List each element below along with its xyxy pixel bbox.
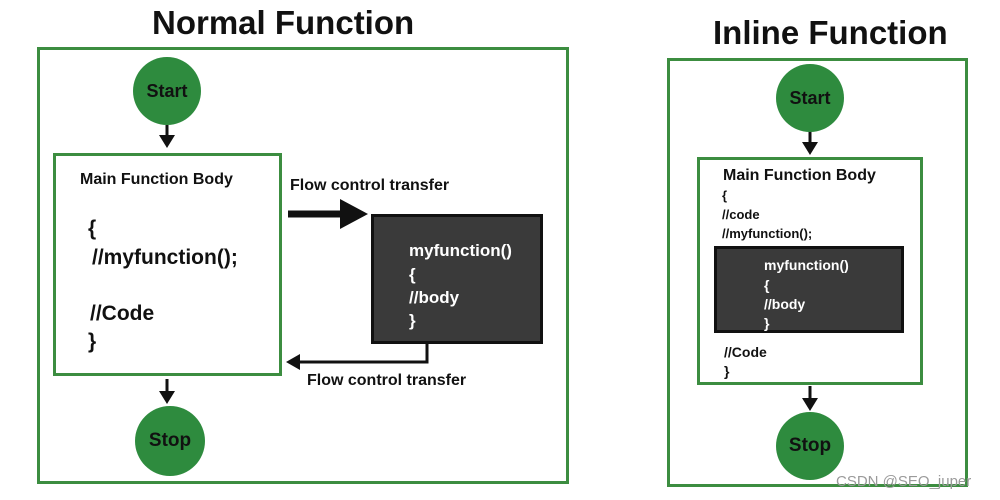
inline-start-label: Start: [789, 87, 831, 108]
inline-stop-label: Stop: [788, 435, 832, 456]
inline-pre-line-code: //code: [722, 207, 760, 222]
inline-func-line-body: //body: [764, 296, 806, 312]
normal-stop-node: Stop: [135, 406, 205, 476]
inline-function-title: Inline Function: [713, 14, 948, 51]
arrow-inline-main-to-stop-head: [802, 398, 818, 411]
inline-function-frame: [667, 58, 968, 487]
inline-func-line-sig: myfunction(): [764, 257, 849, 273]
normal-main-line-call: //myfunction();: [92, 246, 238, 269]
normal-stop-label: Stop: [148, 430, 192, 451]
watermark: CSDN @SEO_juper: [836, 473, 972, 490]
normal-main-body-box: Main Function Body { //myfunction(); //C…: [53, 153, 282, 376]
arrow-inline-start-to-main-head: [802, 142, 818, 155]
inline-main-body-title: Main Function Body: [723, 167, 876, 184]
normal-start-node: Start: [133, 57, 201, 125]
normal-start-label: Start: [146, 80, 188, 101]
inline-pre-line-call: //myfunction();: [722, 226, 813, 241]
inline-pre-line-open: {: [722, 188, 728, 203]
normal-main-line-code: //Code: [90, 302, 155, 325]
normal-func-line-sig: myfunction(): [409, 241, 512, 260]
inline-post-line-close: }: [724, 363, 730, 379]
normal-func-line-close: }: [409, 311, 416, 330]
normal-main-line-open-brace: {: [88, 217, 97, 240]
inline-myfunction-box: myfunction() { //body }: [714, 246, 904, 333]
inline-post-line-code: //Code: [724, 344, 767, 360]
arrow-flow-return: [297, 343, 429, 364]
normal-function-title: Normal Function: [152, 4, 415, 41]
normal-myfunction-box: myfunction() { //body }: [371, 214, 543, 344]
inline-start-node: Start: [776, 64, 844, 132]
arrow-main-to-stop-head: [159, 391, 175, 404]
normal-func-line-open: {: [409, 265, 416, 284]
normal-func-line-body: //body: [409, 288, 460, 307]
normal-flow-bottom-label: Flow control transfer: [307, 372, 467, 389]
arrow-start-to-main-head: [159, 135, 175, 148]
inline-stop-node: Stop: [776, 412, 844, 480]
normal-flow-top-label: Flow control transfer: [290, 177, 450, 194]
inline-main-body-box: Main Function Body { //code //myfunction…: [697, 157, 923, 385]
inline-func-line-open: {: [764, 277, 770, 293]
normal-main-line-close-brace: }: [88, 330, 97, 353]
normal-function-frame: [37, 47, 569, 484]
normal-main-body-title: Main Function Body: [80, 171, 233, 188]
arrow-flow-return-head: [286, 354, 300, 370]
arrow-flow-top-head: [340, 199, 368, 229]
inline-func-line-close: }: [764, 315, 770, 331]
